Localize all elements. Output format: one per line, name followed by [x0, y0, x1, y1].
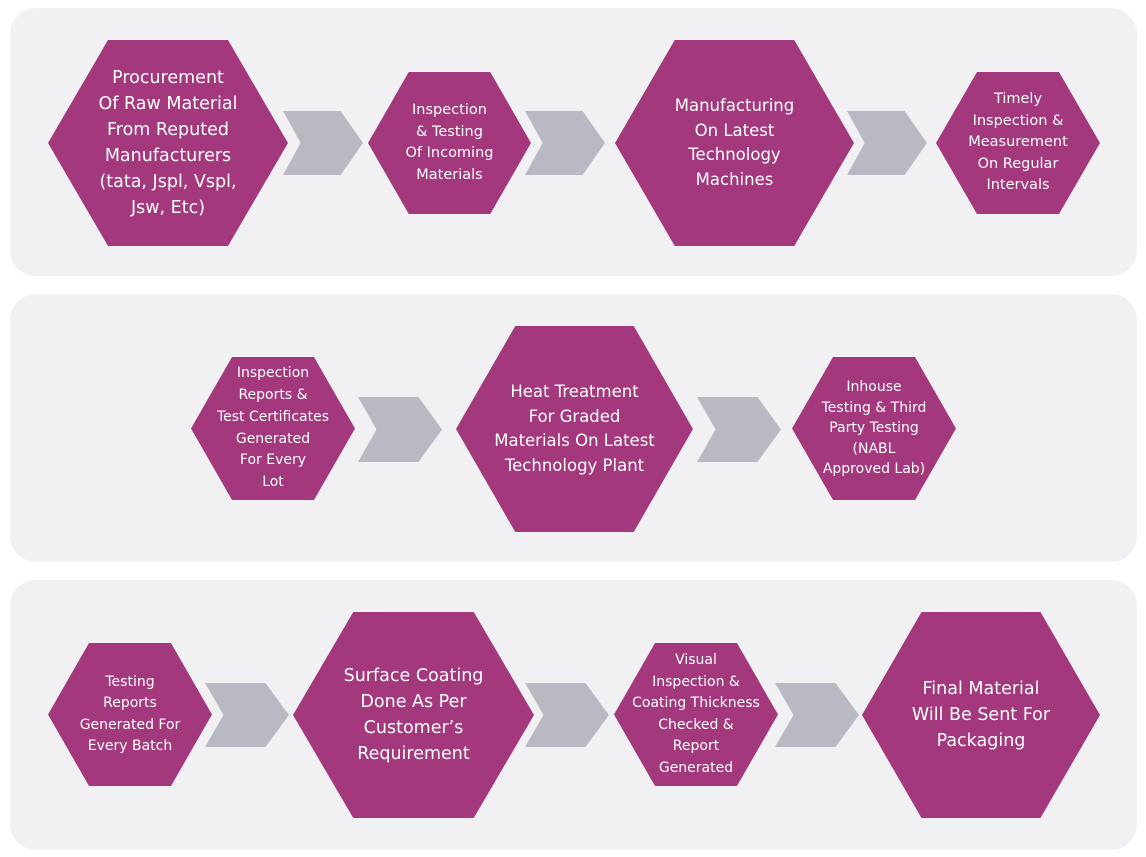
step-inspection-reports-hexagon: Inspection Reports & Test Certificates G… — [191, 357, 355, 500]
step-testing-reports-label: Testing Reports Generated For Every Batc… — [79, 673, 181, 755]
step-inspection-incoming-label: Inspection & Testing Of Incoming Materia… — [405, 102, 494, 183]
step-manufacturing-label: Manufacturing On Latest Technology Machi… — [674, 96, 795, 189]
step-final-material-label: Final Material Will Be Sent For Packagin… — [911, 679, 1051, 751]
step-heat-treatment-label: Heat Treatment For Graded Materials On L… — [494, 382, 655, 475]
step-inhouse-testing-label: Inhouse Testing & Third Party Testing (N… — [821, 379, 927, 478]
step-timely-inspection-label: Timely Inspection & Measurement On Regul… — [968, 91, 1068, 194]
step-procurement-label: Procurement Of Raw Material From Reputed… — [98, 68, 238, 218]
step-inspection-reports-label: Inspection Reports & Test Certificates G… — [216, 365, 330, 490]
step-visual-inspection-label: Visual Inspection & Coating Thickness Ch… — [632, 652, 760, 776]
step-heat-treatment-hexagon: Heat Treatment For Graded Materials On L… — [456, 326, 693, 532]
step-surface-coating-label: Surface Coating Done As Per Customer’s R… — [343, 666, 484, 764]
